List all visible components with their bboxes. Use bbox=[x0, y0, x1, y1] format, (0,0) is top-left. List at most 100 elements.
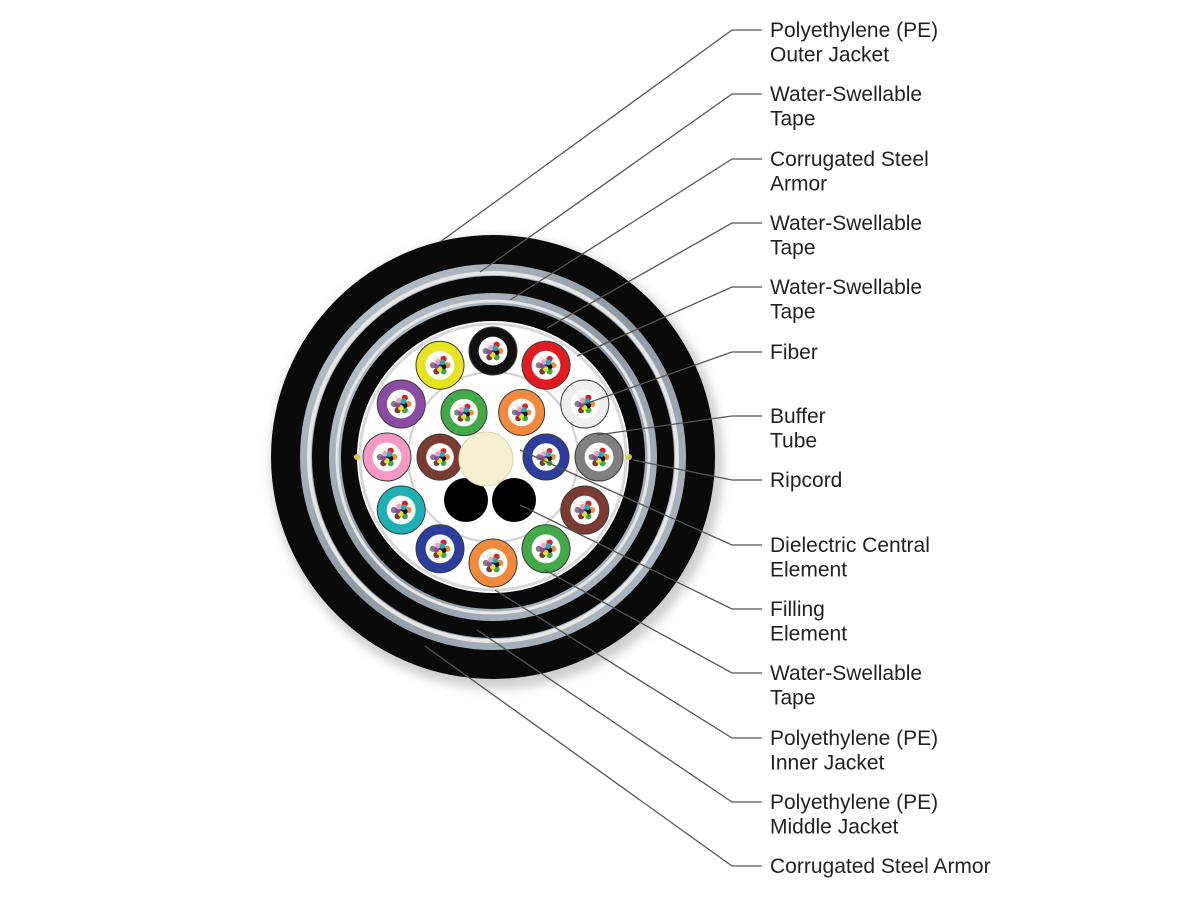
fiber bbox=[541, 451, 547, 457]
fiber bbox=[488, 556, 494, 563]
water-swellable-tape-2 bbox=[335, 299, 651, 615]
leader-line bbox=[509, 158, 762, 301]
fiber bbox=[580, 397, 586, 404]
leader-line bbox=[494, 589, 762, 739]
leader-line bbox=[632, 459, 762, 481]
ripcord-right bbox=[626, 454, 632, 460]
buffer-tube bbox=[468, 538, 518, 588]
leader-lines bbox=[424, 29, 762, 867]
callout-label-line: Tape bbox=[770, 301, 816, 324]
leader-line bbox=[576, 286, 762, 357]
fiber bbox=[459, 406, 465, 413]
fiber bbox=[400, 398, 407, 404]
fiber bbox=[435, 542, 441, 549]
fiber bbox=[517, 406, 523, 412]
fiber bbox=[521, 406, 527, 413]
callout-label-line: Water-Swellable bbox=[770, 276, 922, 299]
dielectric-central-element bbox=[458, 431, 514, 487]
fiber bbox=[545, 359, 552, 366]
fiber bbox=[545, 543, 552, 549]
leader-line bbox=[546, 222, 762, 329]
callout-label-line: Dielectric Central bbox=[770, 534, 930, 557]
ripcord-left bbox=[354, 454, 360, 460]
fiber bbox=[463, 407, 470, 413]
callout-label-line: Element bbox=[770, 559, 847, 582]
fiber bbox=[492, 345, 499, 351]
callout-label-line: Inner Jacket bbox=[770, 752, 885, 775]
fiber bbox=[400, 504, 407, 510]
leader-line bbox=[596, 415, 762, 436]
fiber bbox=[492, 557, 499, 563]
callout-label-line: Polyethylene (PE) bbox=[770, 19, 938, 42]
fiber bbox=[488, 344, 494, 351]
leader-line bbox=[519, 449, 762, 546]
callout-label: Polyethylene (PE)Outer Jacket bbox=[770, 19, 938, 67]
buffer-tube bbox=[376, 485, 426, 535]
callout-label-line: Fiber bbox=[770, 341, 818, 364]
callout-label: Polyethylene (PE)Middle Jacket bbox=[770, 791, 938, 839]
fiber bbox=[439, 543, 446, 549]
fiber bbox=[541, 542, 547, 549]
buffer-tube bbox=[521, 340, 571, 390]
buffer-tube bbox=[415, 340, 465, 390]
fiber bbox=[435, 359, 441, 365]
fiber bbox=[598, 451, 605, 457]
fiber bbox=[396, 397, 403, 404]
callout-label-line: Polyethylene (PE) bbox=[770, 727, 938, 750]
callout-label-line: Tape bbox=[770, 237, 816, 260]
callout-label-line: Element bbox=[770, 623, 847, 646]
buffer-tube-inner bbox=[498, 388, 546, 436]
buffer-tube bbox=[376, 379, 426, 429]
fiber bbox=[439, 451, 446, 457]
fiber bbox=[545, 451, 552, 457]
callout-label-line: Outer Jacket bbox=[770, 44, 889, 67]
callout-label: Ripcord bbox=[770, 469, 842, 492]
fiber bbox=[396, 503, 403, 510]
leader-line bbox=[424, 645, 762, 867]
fiber bbox=[386, 451, 393, 457]
leader-line bbox=[479, 93, 762, 273]
callout-label-line: Tape bbox=[770, 687, 816, 710]
callout-label-line: Tape bbox=[770, 108, 816, 131]
cable-cross-section bbox=[271, 235, 723, 689]
buffer-tube bbox=[574, 432, 624, 482]
leader-line bbox=[544, 569, 762, 674]
callout-label-line: Armor bbox=[770, 173, 827, 196]
fiber bbox=[541, 359, 547, 365]
callout-label-line: Ripcord bbox=[770, 469, 842, 492]
callout-label: Polyethylene (PE)Inner Jacket bbox=[770, 727, 938, 775]
callout-label-line: Water-Swellable bbox=[770, 212, 922, 235]
fiber bbox=[435, 451, 441, 457]
callout-label: Fiber bbox=[770, 341, 818, 364]
callout-labels: Polyethylene (PE)Outer JacketWater-Swell… bbox=[770, 19, 991, 878]
buffer-tube bbox=[560, 485, 610, 535]
fiber bbox=[439, 359, 446, 366]
leader-line bbox=[519, 504, 762, 610]
buffer-tube bbox=[468, 326, 518, 376]
buffer-tube-inner bbox=[522, 433, 570, 481]
buffer-tube bbox=[362, 432, 412, 482]
callout-label-line: Corrugated Steel bbox=[770, 148, 929, 171]
fiber bbox=[584, 504, 591, 510]
leader-line bbox=[439, 29, 762, 243]
filling-element bbox=[492, 478, 536, 522]
callout-label-line: Water-Swellable bbox=[770, 662, 922, 685]
callout-label-line: Corrugated Steel Armor bbox=[770, 855, 991, 878]
callout-label-line: Middle Jacket bbox=[770, 816, 899, 839]
filling-element bbox=[444, 478, 488, 522]
fiber bbox=[594, 450, 600, 457]
fiber bbox=[382, 450, 388, 457]
fiber bbox=[580, 503, 586, 510]
buffer-tube-inner bbox=[440, 389, 488, 437]
callout-label-line: Tube bbox=[770, 430, 817, 453]
buffer-tube bbox=[521, 524, 571, 574]
